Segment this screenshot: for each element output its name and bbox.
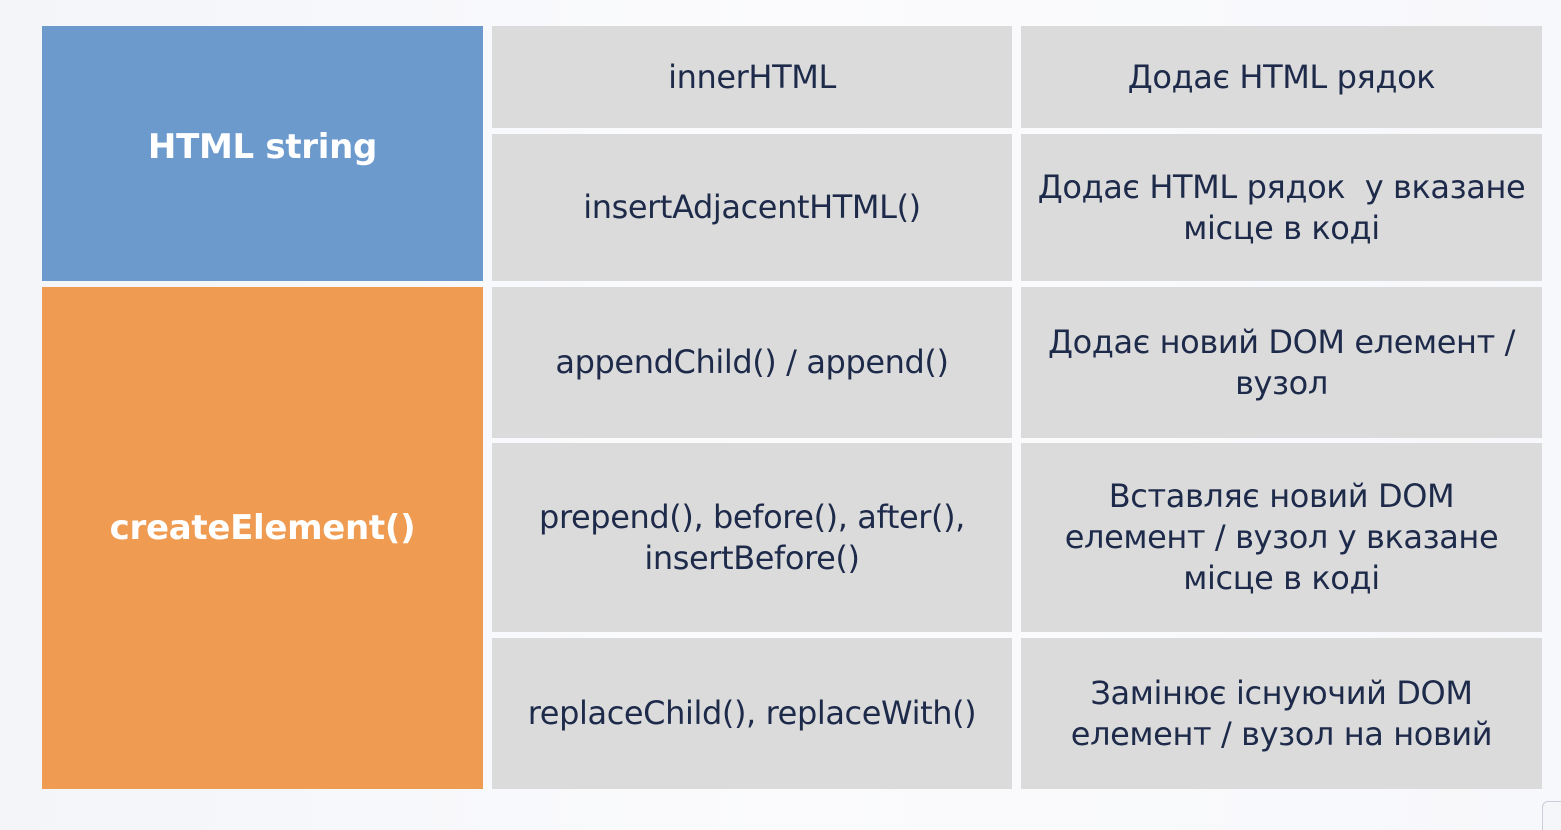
category-create-element: createElement(): [42, 287, 483, 789]
method-line: appendChild() / append(): [555, 343, 949, 381]
description-line: елемент / вузол на новий: [1070, 714, 1493, 753]
description-line: Додає новий DOM елемент /: [1048, 322, 1515, 361]
category-create-element-label: createElement(): [109, 508, 416, 548]
method-line: insertAdjacentHTML(): [583, 188, 921, 226]
method-cell: prepend(), before(), after(), insertBefo…: [492, 443, 1012, 632]
description-line: Додає HTML рядок у вказане: [1037, 167, 1526, 206]
corner-tab: [1542, 801, 1561, 830]
category-html-string-label: HTML string: [147, 127, 378, 167]
description-line: Вставляє новий DOM: [1108, 477, 1455, 515]
description-line: місце в коді: [1183, 208, 1380, 247]
method-line: prepend(), before(), after(),: [539, 497, 965, 536]
method-cell: innerHTML: [492, 26, 1012, 128]
description-line: елемент / вузол у вказане: [1064, 518, 1499, 556]
description-cell: Додає новий DOM елемент / вузол: [1021, 287, 1542, 438]
description-cell: Додає HTML рядок: [1021, 26, 1542, 128]
description-line: Додає HTML рядок: [1127, 57, 1436, 96]
description-cell: Додає HTML рядок у вказане місце в коді: [1021, 134, 1542, 281]
method-cell: insertAdjacentHTML(): [492, 134, 1012, 281]
description-line: вузол: [1235, 363, 1328, 402]
description-cell: Вставляє новий DOM елемент / вузол у вка…: [1021, 443, 1542, 632]
method-cell: replaceChild(), replaceWith(): [492, 638, 1012, 789]
description-line: місце в коді: [1183, 559, 1380, 597]
category-html-string: HTML string: [42, 26, 483, 281]
method-line: replaceChild(), replaceWith(): [527, 694, 977, 732]
method-line: innerHTML: [668, 57, 836, 96]
method-cell: appendChild() / append(): [492, 287, 1012, 438]
description-cell: Замінює існуючий DOM елемент / вузол на …: [1021, 638, 1542, 789]
dom-methods-table: HTML string innerHTML Додає HTML рядок i…: [42, 26, 1542, 810]
method-line: insertBefore(): [644, 538, 860, 577]
description-line: Замінює існуючий DOM: [1090, 673, 1473, 712]
